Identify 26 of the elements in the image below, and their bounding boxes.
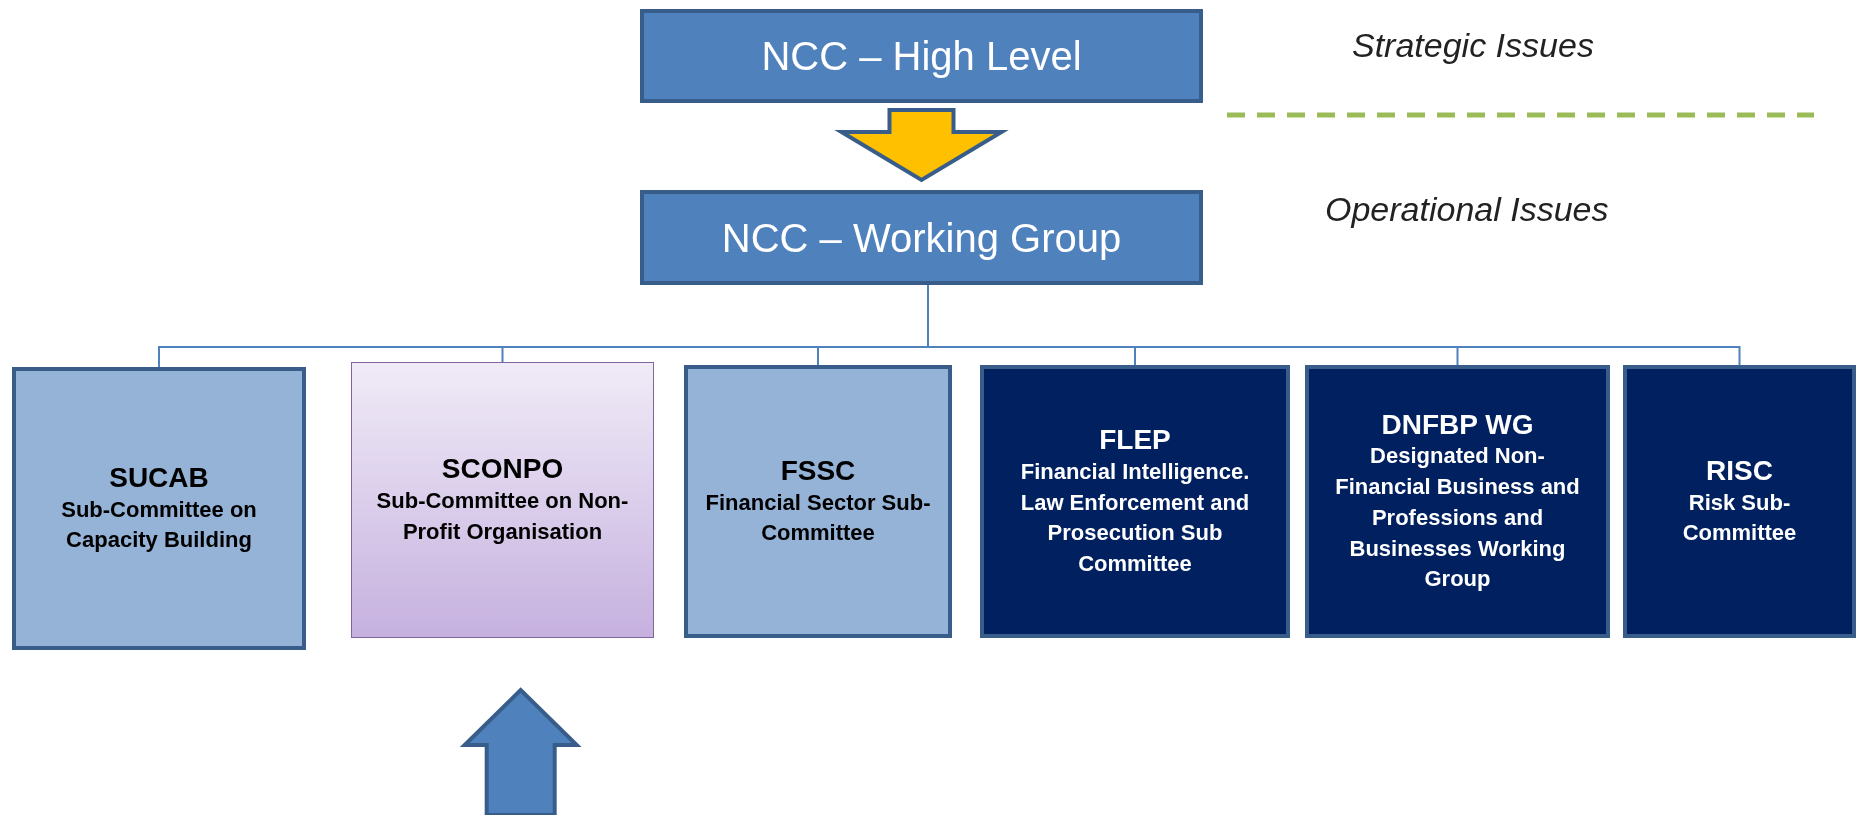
box-title: FSSC: [780, 453, 856, 488]
level-box: [640, 190, 1203, 285]
box-title: FLEP: [1099, 423, 1171, 457]
committee-box: [1623, 365, 1856, 638]
committee-box: [684, 365, 952, 638]
box-description: Financial Sector Sub-Committee: [704, 488, 932, 548]
box-description: Financial Intelligence. Law Enforcement and Prosecution Sub Committee: [1019, 457, 1251, 579]
level-box: [640, 9, 1203, 103]
level-note: Strategic Issues: [1352, 26, 1594, 65]
block-arrow: [834, 108, 1009, 183]
block-arrow: [459, 687, 582, 815]
committee-box: [980, 365, 1290, 638]
committee-box: [1305, 365, 1610, 638]
box-title: NCC – Working Group: [721, 214, 1122, 262]
committee-box: [351, 362, 654, 638]
box-description: Sub-Committee on Capacity Building: [60, 495, 258, 555]
box-description: Risk Sub-Committee: [1681, 488, 1798, 548]
box-description: Designated Non-Financial Business and Professions and Businesses Working Group: [1334, 442, 1581, 594]
box-title: NCC – High Level: [761, 33, 1082, 80]
box-description: Sub-Committee on Non-Profit Organisation: [375, 487, 630, 546]
box-title: SCONPO: [441, 452, 564, 486]
box-title: DNFBP WG: [1381, 407, 1534, 442]
committee-box: [12, 367, 306, 650]
box-title: RISC: [1706, 453, 1773, 488]
level-note: Operational Issues: [1325, 190, 1609, 229]
box-title: SUCAB: [109, 460, 209, 495]
